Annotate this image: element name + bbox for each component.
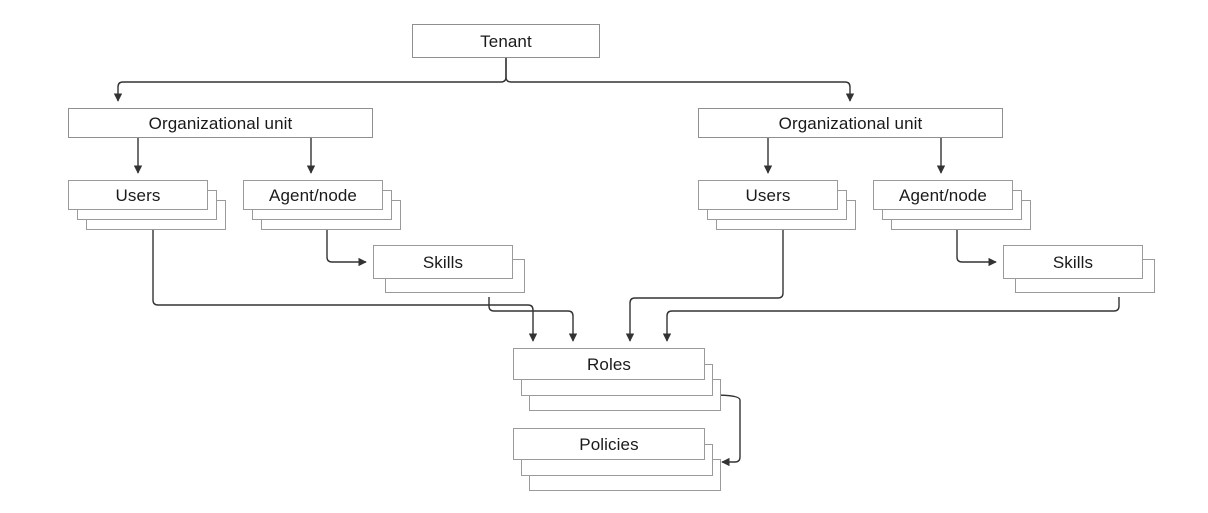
- node-ou-right[interactable]: Organizational unit: [698, 108, 1003, 138]
- node-users-left-label: Users: [115, 185, 161, 205]
- node-roles-face: Roles: [513, 348, 705, 380]
- node-tenant[interactable]: Tenant: [412, 24, 600, 58]
- node-roles-label: Roles: [587, 354, 631, 374]
- node-agent-right[interactable]: Agent/node: [873, 180, 1031, 230]
- node-ou-left-face: Organizational unit: [68, 108, 373, 138]
- edge-users-left-to-roles: [152, 230, 538, 342]
- node-ou-left[interactable]: Organizational unit: [68, 108, 373, 138]
- node-tenant-label: Tenant: [480, 31, 532, 51]
- node-skills-left[interactable]: Skills: [373, 245, 525, 293]
- node-agent-left-label: Agent/node: [269, 185, 357, 205]
- node-users-left-face: Users: [68, 180, 208, 210]
- node-policies-face: Policies: [513, 428, 705, 460]
- node-users-left[interactable]: Users: [68, 180, 226, 230]
- node-roles[interactable]: Roles: [513, 348, 721, 411]
- node-skills-right-label: Skills: [1052, 252, 1094, 272]
- node-ou-right-face: Organizational unit: [698, 108, 1003, 138]
- edge-skills-left-to-roles: [488, 297, 578, 342]
- edge-users-right-to-roles: [625, 230, 784, 342]
- node-agent-right-label: Agent/node: [899, 185, 987, 205]
- node-ou-right-label: Organizational unit: [778, 113, 923, 133]
- edge-agent-left-to-skills-left: [326, 230, 367, 267]
- edge-skills-right-to-roles: [662, 297, 1120, 342]
- node-skills-right-face: Skills: [1003, 245, 1143, 279]
- edge-agent-right-to-skills-right: [956, 230, 997, 267]
- node-skills-right[interactable]: Skills: [1003, 245, 1155, 293]
- edge-roles-to-policies: [712, 394, 741, 467]
- node-tenant-face: Tenant: [412, 24, 600, 58]
- edge-tenant-to-ou-right: [505, 58, 855, 102]
- node-users-right-label: Users: [745, 185, 791, 205]
- node-skills-left-face: Skills: [373, 245, 513, 279]
- node-ou-left-label: Organizational unit: [148, 113, 293, 133]
- node-users-right[interactable]: Users: [698, 180, 856, 230]
- node-agent-left-face: Agent/node: [243, 180, 383, 210]
- node-skills-left-label: Skills: [422, 252, 464, 272]
- node-agent-left[interactable]: Agent/node: [243, 180, 401, 230]
- node-agent-right-face: Agent/node: [873, 180, 1013, 210]
- node-policies[interactable]: Policies: [513, 428, 721, 491]
- node-users-right-face: Users: [698, 180, 838, 210]
- node-policies-label: Policies: [579, 434, 639, 454]
